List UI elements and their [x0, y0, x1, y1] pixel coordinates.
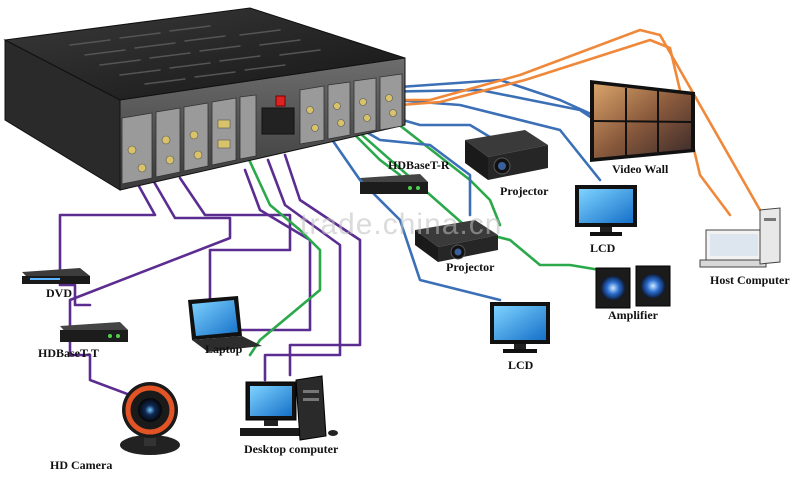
purple-cables: [58, 153, 362, 397]
label-video-wall: Video Wall: [612, 162, 669, 176]
label-lcd-bottom: LCD: [508, 358, 534, 372]
hdbaset-r-box: [360, 174, 428, 194]
projector-middle: [415, 220, 498, 262]
label-hd-camera: HD Camera: [50, 458, 113, 472]
lcd-right: [575, 185, 637, 236]
label-laptop: Laptop: [205, 342, 243, 356]
label-dvd: DVD: [46, 286, 72, 300]
matrix-chassis: [3, 7, 406, 191]
vent-holes: [69, 25, 321, 85]
video-wall: [590, 80, 695, 162]
label-hdbaset-t: HDBaseT-T: [38, 346, 99, 360]
label-hdbaset-r: HDBaseT-R: [388, 158, 450, 172]
label-lcd-right: LCD: [590, 241, 616, 255]
label-amplifier: Amplifier: [608, 308, 658, 322]
dvd-player: [22, 268, 90, 284]
label-projector-middle: Projector: [446, 260, 495, 274]
hdbaset-t-box: [60, 322, 128, 342]
power-module: [261, 107, 295, 135]
projector-top: [465, 130, 548, 180]
label-host-computer: Host Computer: [710, 273, 790, 287]
power-switch: [275, 95, 286, 107]
label-desktop-computer: Desktop computer: [244, 442, 339, 456]
host-computer: [699, 207, 781, 268]
desktop-computer: [240, 375, 338, 441]
orange-cables: [393, 28, 762, 217]
amplifier-speakers: [595, 265, 671, 309]
label-projector-top: Projector: [500, 184, 549, 198]
hd-camera: [120, 382, 180, 455]
laptop-device: [188, 296, 262, 352]
connectors: [127, 94, 397, 173]
lcd-bottom: [490, 302, 550, 353]
watermark: trade.china.cn: [300, 208, 503, 241]
